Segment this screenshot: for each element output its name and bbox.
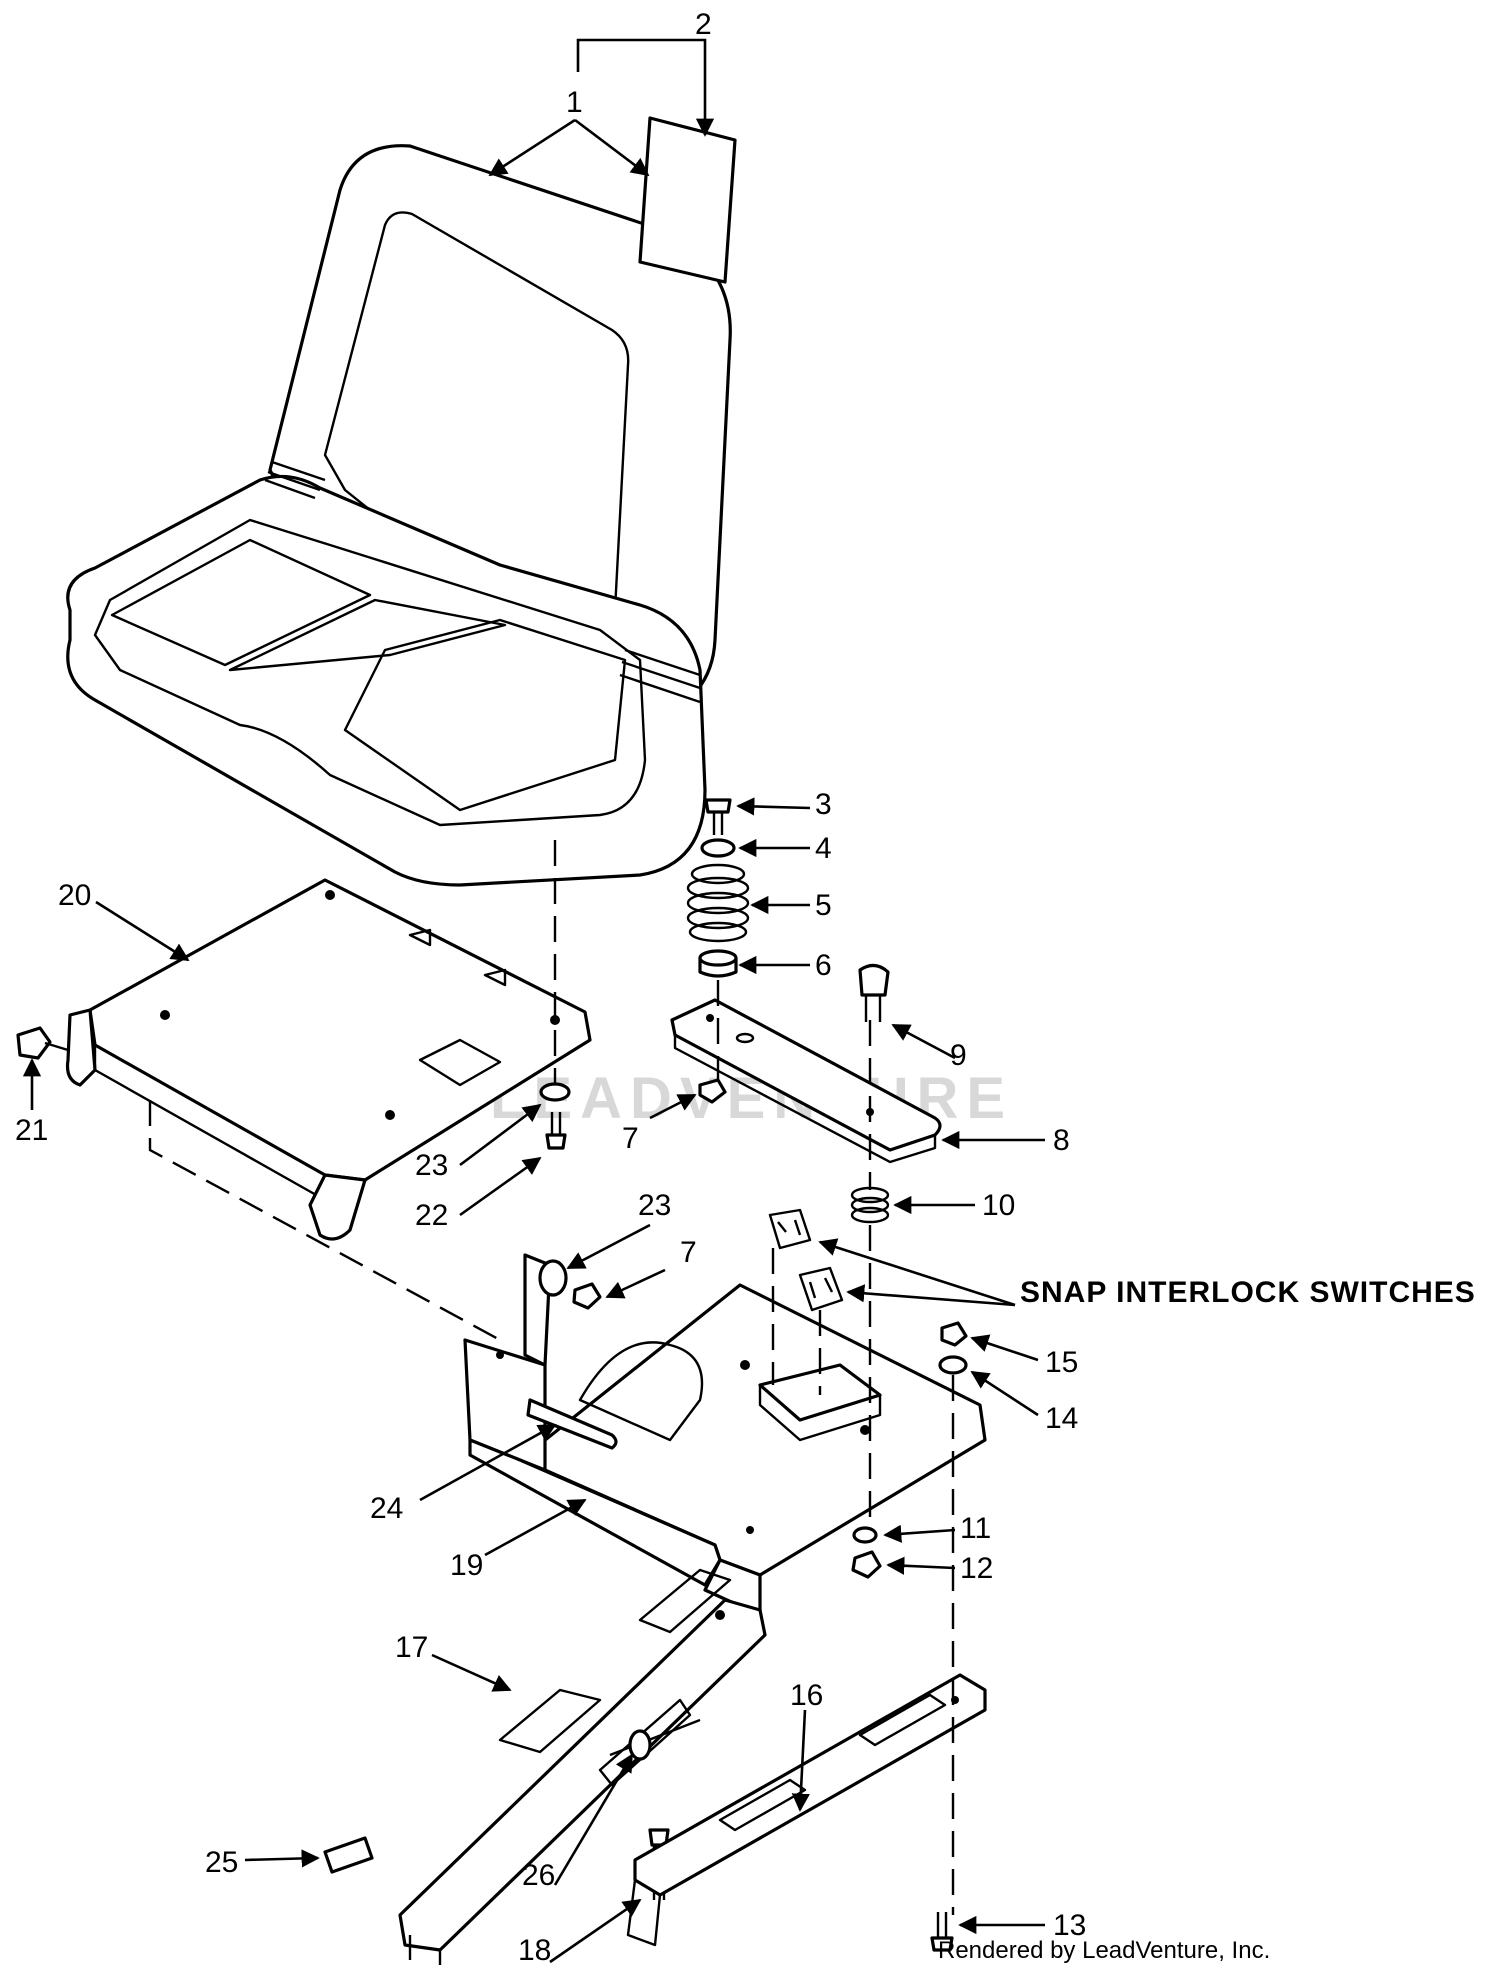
credit-text: Rendered by LeadVenture, Inc. bbox=[938, 1937, 1270, 1964]
bolt-3 bbox=[704, 798, 732, 835]
callout-23a: 23 bbox=[415, 1149, 448, 1182]
snap-interlock-switch-lower bbox=[798, 1266, 844, 1312]
callout-16: 16 bbox=[790, 1679, 823, 1712]
washer-4 bbox=[700, 838, 736, 858]
spring-10 bbox=[850, 1186, 890, 1224]
upper-seat-plate bbox=[65, 878, 592, 1241]
callout-7a: 7 bbox=[622, 1122, 639, 1155]
bolt-22 bbox=[545, 1112, 567, 1150]
spring-5 bbox=[686, 863, 750, 943]
callout-10: 10 bbox=[982, 1189, 1015, 1222]
callout-6: 6 bbox=[815, 949, 832, 982]
slide-rail-17 bbox=[398, 1568, 767, 1965]
bolt-13 bbox=[930, 1912, 954, 1952]
callout-1: 1 bbox=[566, 86, 583, 119]
seat bbox=[66, 144, 732, 887]
callout-8: 8 bbox=[1053, 1124, 1070, 1157]
callout-4: 4 bbox=[815, 832, 832, 865]
callout-23b: 23 bbox=[638, 1189, 671, 1222]
snap-interlock-switch-upper bbox=[768, 1208, 812, 1250]
callout-18: 18 bbox=[518, 1934, 551, 1965]
washer-14 bbox=[938, 1355, 968, 1375]
nut-15 bbox=[940, 1321, 968, 1347]
callout-25: 25 bbox=[205, 1846, 238, 1879]
callout-17: 17 bbox=[395, 1631, 428, 1664]
callout-22: 22 bbox=[415, 1199, 448, 1232]
nut-12 bbox=[851, 1550, 882, 1579]
grip-25 bbox=[323, 1836, 374, 1874]
callout-5: 5 bbox=[815, 889, 832, 922]
spacer-6 bbox=[698, 949, 738, 978]
plate-8 bbox=[670, 998, 942, 1164]
leader-lines bbox=[22, 38, 1045, 1964]
callout-12: 12 bbox=[960, 1552, 993, 1585]
spring-26 bbox=[609, 1718, 701, 1761]
callout-13: 13 bbox=[1053, 1909, 1086, 1942]
callout-7b: 7 bbox=[680, 1236, 697, 1269]
callout-2: 2 bbox=[695, 8, 712, 41]
nut-7b bbox=[572, 1282, 602, 1310]
label-snap-interlock-switches: SNAP INTERLOCK SWITCHES bbox=[1020, 1276, 1476, 1309]
callout-14: 14 bbox=[1045, 1402, 1078, 1435]
callout-numbers: 1 2 3 4 5 6 7 8 9 10 20 21 23 22 23 7 SN… bbox=[15, 8, 1476, 1965]
nut-7a bbox=[698, 1078, 727, 1104]
washer-11 bbox=[852, 1526, 878, 1544]
callout-26: 26 bbox=[522, 1859, 555, 1892]
callout-3: 3 bbox=[815, 788, 832, 821]
callout-11: 11 bbox=[960, 1512, 991, 1545]
callout-19: 19 bbox=[450, 1549, 483, 1582]
bolt-21 bbox=[16, 1026, 69, 1060]
bolt-9 bbox=[858, 963, 890, 1022]
seat-bracket bbox=[463, 1253, 987, 1617]
washer-23b bbox=[538, 1259, 568, 1297]
callout-9: 9 bbox=[950, 1039, 967, 1072]
callout-24: 24 bbox=[370, 1492, 403, 1525]
callout-21: 21 bbox=[15, 1114, 48, 1147]
decal bbox=[638, 116, 737, 284]
callout-20: 20 bbox=[58, 879, 91, 912]
callout-15: 15 bbox=[1045, 1346, 1078, 1379]
washer-23a bbox=[539, 1082, 571, 1102]
